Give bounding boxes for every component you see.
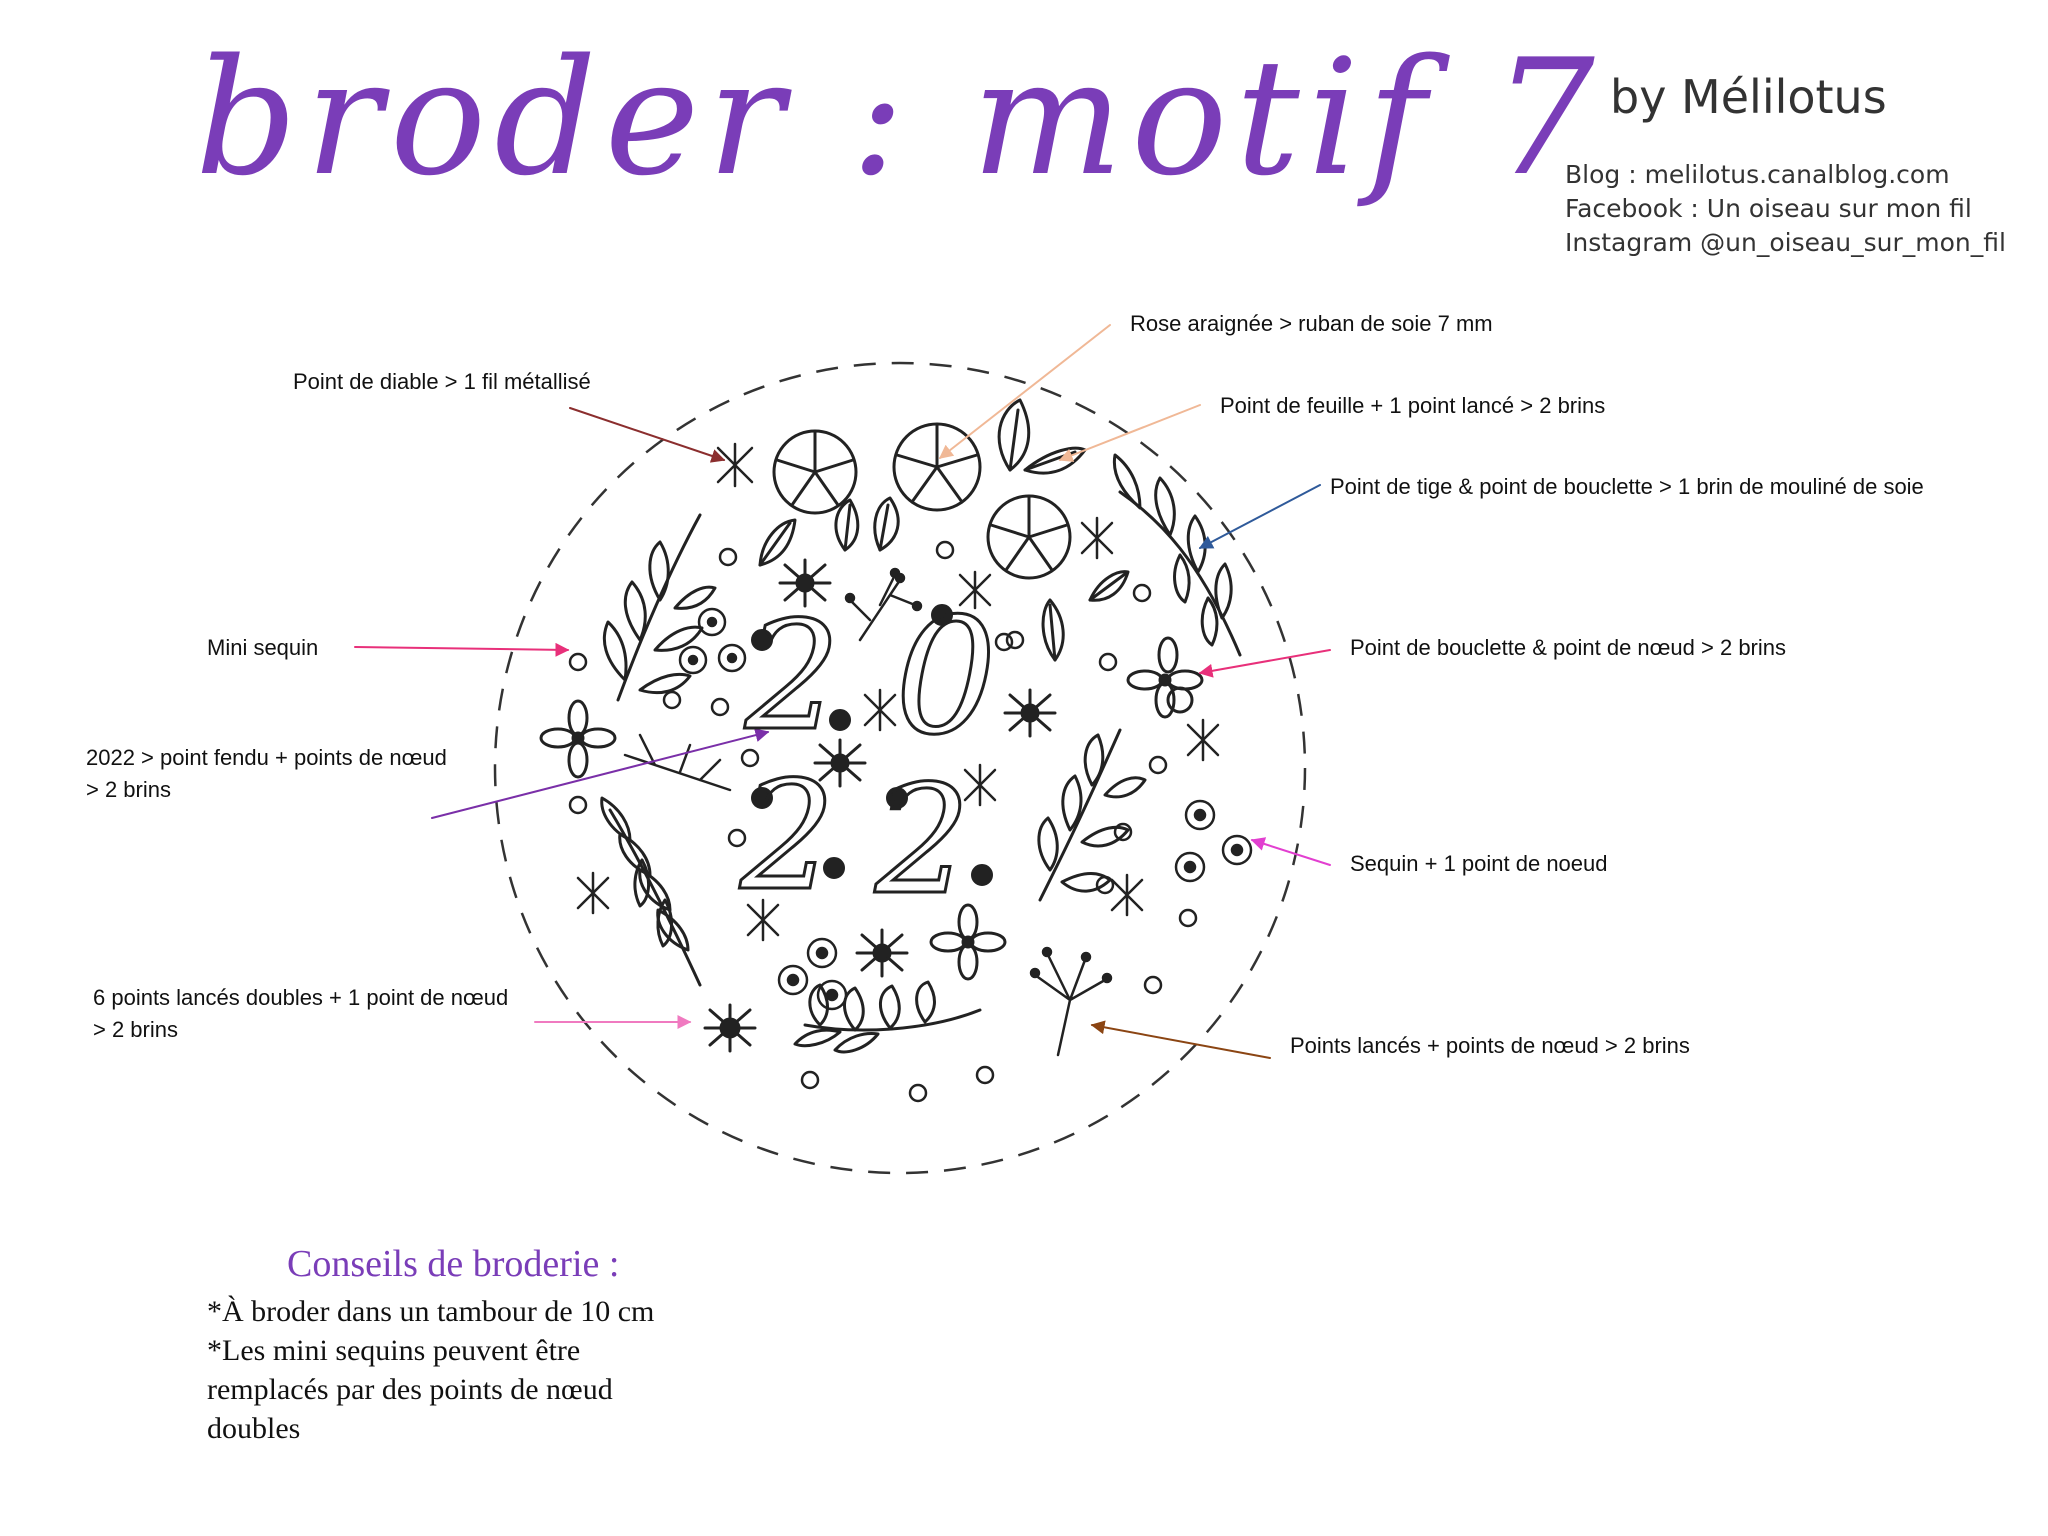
digit-2: 2 bbox=[739, 750, 835, 924]
label-feuille: Point de feuille + 1 point lancé > 2 bri… bbox=[1220, 393, 1606, 418]
flower-stitch bbox=[929, 903, 1007, 981]
tip-line: *Les mini sequins peuvent être bbox=[207, 1334, 581, 1367]
fern-branch bbox=[602, 513, 717, 702]
flower-stitch bbox=[539, 699, 617, 779]
page-title: broder : motif 7 bbox=[195, 24, 1603, 211]
arrow-feuille bbox=[1058, 404, 1201, 462]
blog-contact: Blog : melilotus.canalblog.com bbox=[1565, 160, 1950, 189]
digit-2: 2 bbox=[744, 590, 840, 764]
author-byline: by Mélilotus bbox=[1610, 70, 1887, 124]
tip-line: *À broder dans un tambour de 10 cm bbox=[207, 1295, 655, 1328]
arrow-mini-sequin bbox=[354, 642, 570, 657]
mini-sequins bbox=[568, 540, 1198, 1103]
label-lances-line2: > 2 brins bbox=[93, 1017, 178, 1042]
fern-branch bbox=[600, 796, 702, 987]
star-stitch bbox=[576, 442, 1220, 942]
arrow-tige bbox=[1198, 484, 1321, 549]
label-year-line1: 2022 > point fendu + points de nœud bbox=[86, 745, 447, 770]
tip-line: doubles bbox=[207, 1412, 301, 1445]
label-sequin: Sequin + 1 point de noeud bbox=[1350, 851, 1608, 876]
label-year-line2: > 2 brins bbox=[86, 777, 171, 802]
seed-head-stitch bbox=[623, 567, 1113, 1057]
fern-branch bbox=[793, 980, 982, 1054]
fern-branch bbox=[1037, 728, 1147, 902]
label-points-lances: Points lancés + points de nœud > 2 brins bbox=[1290, 1033, 1690, 1058]
arrow-points-lances bbox=[1090, 1020, 1271, 1059]
fern-branch bbox=[1112, 453, 1242, 657]
arrow-bouclette bbox=[1198, 649, 1331, 678]
tips-heading: Conseils de broderie : bbox=[287, 1243, 620, 1285]
arrow-year bbox=[431, 728, 770, 819]
spider-rose bbox=[772, 429, 858, 515]
label-diable: Point de diable > 1 fil métallisé bbox=[293, 369, 591, 394]
tip-line: remplacés par des points de nœud bbox=[207, 1373, 613, 1406]
label-bouclette: Point de bouclette & point de nœud > 2 b… bbox=[1350, 635, 1787, 660]
spider-rose bbox=[986, 494, 1072, 580]
facebook-contact: Facebook : Un oiseau sur mon fil bbox=[1565, 194, 1972, 223]
double-star-stitch bbox=[703, 558, 1057, 1053]
flower-stitch bbox=[1126, 636, 1204, 719]
arrow-diable bbox=[569, 407, 726, 463]
digit-2: 2 bbox=[874, 754, 970, 928]
label-rose: Rose araignée > ruban de soie 7 mm bbox=[1130, 311, 1493, 336]
label-tige: Point de tige & point de bouclette > 1 b… bbox=[1330, 474, 1924, 499]
sequin-with-knot bbox=[678, 607, 1253, 1011]
label-lances-line1: 6 points lancés doubles + 1 point de nœu… bbox=[93, 985, 509, 1010]
year-digits bbox=[751, 604, 993, 886]
arrow-rose bbox=[938, 324, 1111, 459]
arrow-sequin bbox=[1250, 837, 1331, 866]
digit-0: 0 bbox=[895, 583, 997, 770]
tips-body: *À broder dans un tambour de 10 cm *Les … bbox=[207, 1292, 847, 1448]
hoop-outline bbox=[493, 361, 1307, 1175]
instagram-contact: Instagram @un_oiseau_sur_mon_fil bbox=[1565, 228, 2006, 257]
label-mini-sequin: Mini sequin bbox=[207, 635, 319, 660]
spider-rose bbox=[892, 422, 982, 512]
